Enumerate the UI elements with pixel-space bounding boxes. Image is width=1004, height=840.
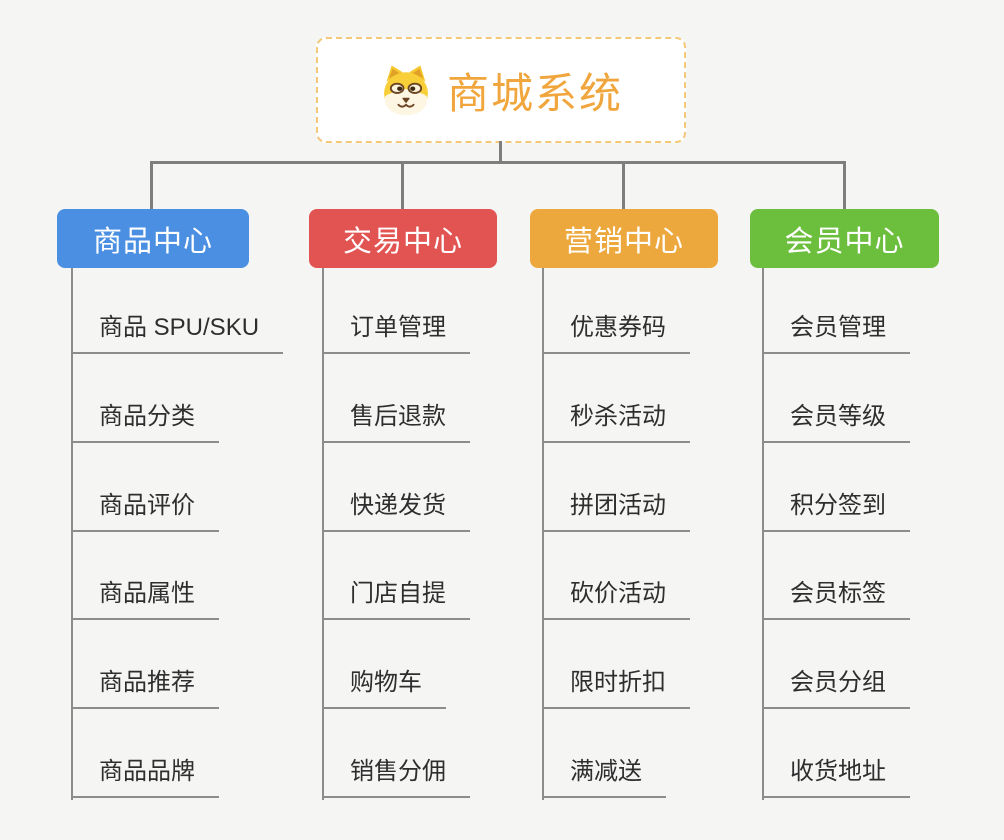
leaf-node[interactable]: 快递发货	[322, 489, 470, 532]
dog-face-icon	[379, 63, 433, 117]
root-title: 商城系统	[446, 69, 623, 117]
leaf-node[interactable]: 拼团活动	[542, 489, 690, 532]
leaf-node[interactable]: 购物车	[322, 666, 446, 709]
branch-spine	[762, 268, 764, 800]
leaf-node[interactable]: 商品品牌	[71, 755, 219, 798]
leaf-node[interactable]: 商品评价	[71, 489, 219, 532]
leaf-node[interactable]: 门店自提	[322, 577, 470, 620]
leaf-node[interactable]: 满减送	[542, 755, 666, 798]
leaf-node[interactable]: 收货地址	[762, 755, 910, 798]
leaf-node[interactable]: 商品属性	[71, 577, 219, 620]
branch-node-product-center[interactable]: 商品中心	[57, 209, 249, 268]
connector-drop-2	[401, 161, 404, 209]
leaf-node[interactable]: 销售分佣	[322, 755, 470, 798]
connector-drop-4	[843, 161, 846, 209]
leaf-node[interactable]: 秒杀活动	[542, 400, 690, 443]
branch-node-trade-center[interactable]: 交易中心	[309, 209, 497, 268]
branch-node-marketing-center[interactable]: 营销中心	[530, 209, 718, 268]
leaf-node[interactable]: 会员等级	[762, 400, 910, 443]
root-node[interactable]: 商城系统	[316, 37, 686, 143]
branch-spine	[542, 268, 544, 800]
leaf-node[interactable]: 积分签到	[762, 489, 910, 532]
leaf-node[interactable]: 商品 SPU/SKU	[71, 311, 284, 354]
connector-root-stub	[499, 141, 502, 163]
connector-drop-1	[150, 161, 153, 209]
leaf-node[interactable]: 商品推荐	[71, 666, 219, 709]
leaf-node[interactable]: 订单管理	[322, 311, 470, 354]
branch-node-member-center[interactable]: 会员中心	[750, 209, 939, 268]
leaf-node[interactable]: 砍价活动	[542, 577, 690, 620]
leaf-node[interactable]: 售后退款	[322, 400, 470, 443]
leaf-node[interactable]: 商品分类	[71, 400, 219, 443]
leaf-node[interactable]: 会员管理	[762, 311, 910, 354]
branch-spine	[322, 268, 324, 800]
connector-horizontal	[150, 161, 846, 164]
branch-spine	[71, 268, 73, 800]
leaf-node[interactable]: 会员标签	[762, 577, 910, 620]
connector-drop-3	[622, 161, 625, 209]
leaf-node[interactable]: 优惠券码	[542, 311, 690, 354]
leaf-node[interactable]: 限时折扣	[542, 666, 690, 709]
leaf-node[interactable]: 会员分组	[762, 666, 910, 709]
